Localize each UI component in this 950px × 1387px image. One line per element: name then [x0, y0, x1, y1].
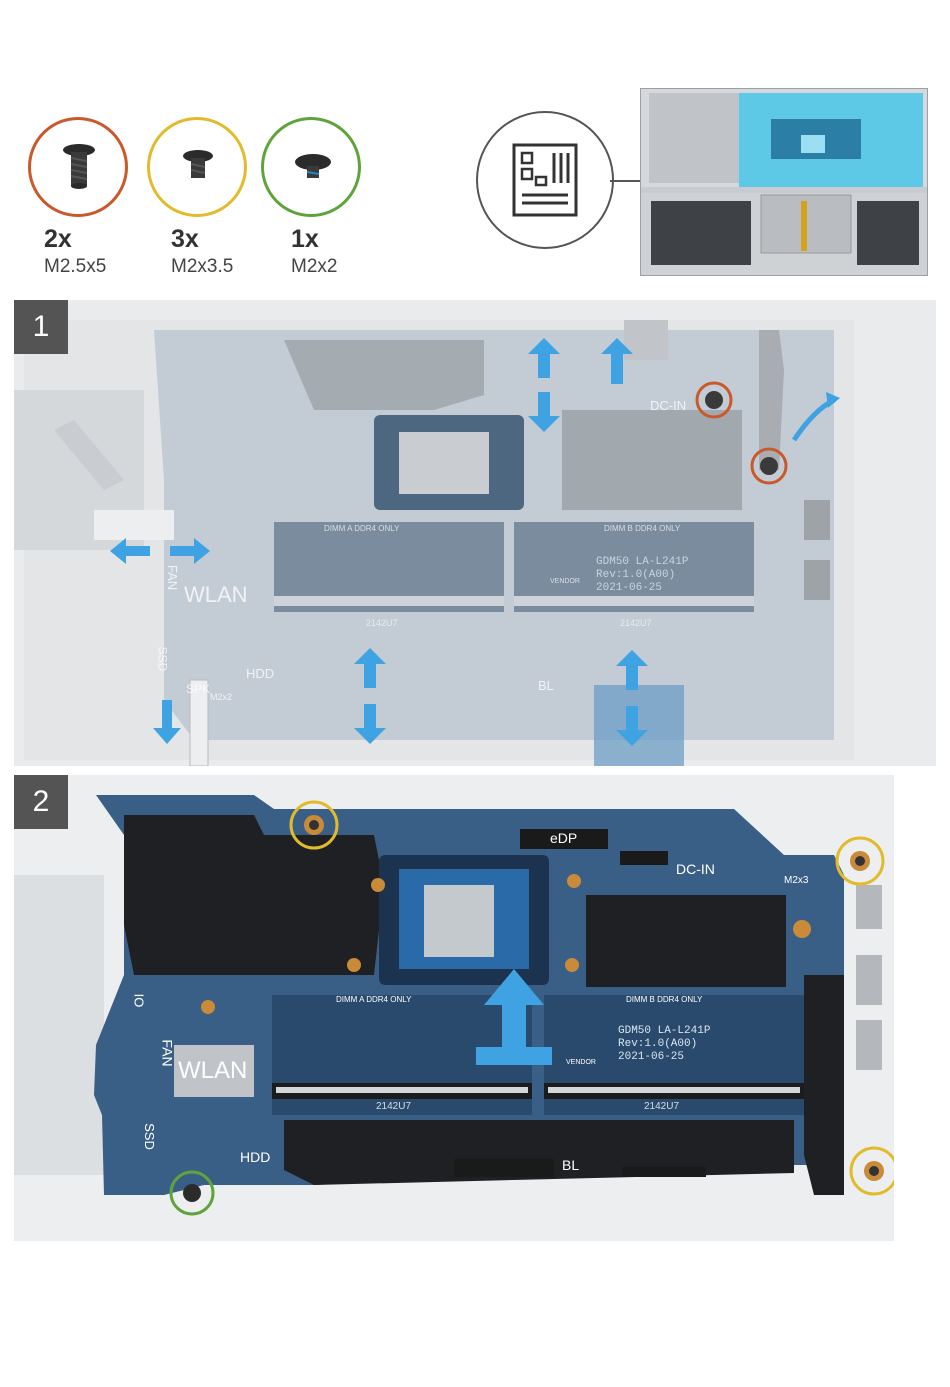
screw-m2-5x5-icon: [59, 142, 99, 194]
m2x2-label: M2x2: [210, 692, 232, 702]
dimm-code-b: 2142U7: [620, 618, 652, 628]
arrow-up-down-icon: [614, 650, 650, 746]
ssd-label-2: SSD: [142, 1123, 157, 1150]
screw-size-2: M2x3.5: [171, 256, 233, 278]
step-1-badge: 1: [14, 300, 68, 354]
dc-in-label: DC-IN: [650, 398, 686, 413]
bl-label-2: BL: [562, 1157, 579, 1173]
silk-block-1: GDM50 LA-L241P Rev:1.0(A00) 2021-06-25: [596, 556, 688, 595]
step-2-badge: 2: [14, 775, 68, 829]
step-1-panel: WLAN FAN SSD SPK HDD BL DC-IN M2x2 DIMM …: [14, 300, 936, 766]
ssd-label: SSD: [155, 647, 169, 672]
screw-ring-m2x2: [261, 117, 361, 217]
silk-line-3: 2021-06-25: [596, 582, 688, 595]
silk-line-1-b: GDM50 LA-L241P: [618, 1025, 710, 1038]
io-label: IO: [131, 994, 146, 1008]
step-2-panel: eDP DC-IN M2x3 WLAN FAN IO SSD HDD BL DI…: [14, 775, 894, 1241]
dimm-b-label-2: DIMM B DDR4 ONLY: [626, 995, 702, 1004]
fan-label: FAN: [165, 565, 180, 590]
wlan-label-2: WLAN: [178, 1057, 247, 1085]
step-1-illustration: [14, 300, 936, 766]
screw-m2x2-icon: [291, 150, 335, 186]
screw-size-3: M2x2: [291, 256, 337, 278]
arrow-up-icon: [599, 338, 635, 384]
vendor-label: VENDOR: [550, 578, 580, 585]
screw-size-1: M2.5x5: [44, 256, 106, 278]
screw-qty-3: 1x: [291, 225, 319, 254]
bl-label: BL: [538, 678, 554, 693]
edp-label: eDP: [550, 830, 577, 846]
arrow-up-down-icon: [524, 338, 564, 432]
arrow-left-right-icon: [110, 536, 210, 566]
silk-block-2: GDM50 LA-L241P Rev:1.0(A00) 2021-06-25: [618, 1025, 710, 1064]
dimm-code-a-2: 2142U7: [376, 1101, 411, 1112]
arrow-down-icon: [152, 700, 182, 744]
dimm-b-label: DIMM B DDR4 ONLY: [604, 524, 680, 533]
silk-line-2-b: Rev:1.0(A00): [618, 1038, 710, 1051]
spk-label: SPK: [186, 682, 210, 696]
laptop-overview: [640, 88, 928, 276]
screw-m2x3-5-icon: [178, 148, 218, 188]
arrow-up-down-icon: [352, 648, 388, 744]
screw-ring-m2x3-5: [147, 117, 247, 217]
screw-ring-m2-5x5: [28, 117, 128, 217]
dimm-a-label-2: DIMM A DDR4 ONLY: [336, 995, 411, 1004]
silk-line-3-b: 2021-06-25: [618, 1051, 710, 1064]
silk-line-2: Rev:1.0(A00): [596, 569, 688, 582]
dimm-code-a: 2142U7: [366, 618, 398, 628]
dc-in-label-2: DC-IN: [676, 861, 715, 877]
fan-label-2: FAN: [160, 1039, 176, 1066]
step-2-illustration: [14, 775, 894, 1241]
screw-qty-2: 3x: [171, 225, 199, 254]
wlan-label: WLAN: [184, 582, 248, 608]
dimm-a-label: DIMM A DDR4 ONLY: [324, 524, 399, 533]
motherboard-callout: [476, 111, 614, 249]
motherboard-icon: [512, 143, 578, 217]
dimm-code-b-2: 2142U7: [644, 1101, 679, 1112]
screw-qty-1: 2x: [44, 225, 72, 254]
m2x3-label: M2x3: [784, 875, 808, 886]
silk-line-1: GDM50 LA-L241P: [596, 556, 688, 569]
hdd-label-2: HDD: [240, 1149, 270, 1165]
vendor-label-2: VENDOR: [566, 1059, 596, 1066]
hdd-label: HDD: [246, 666, 274, 681]
